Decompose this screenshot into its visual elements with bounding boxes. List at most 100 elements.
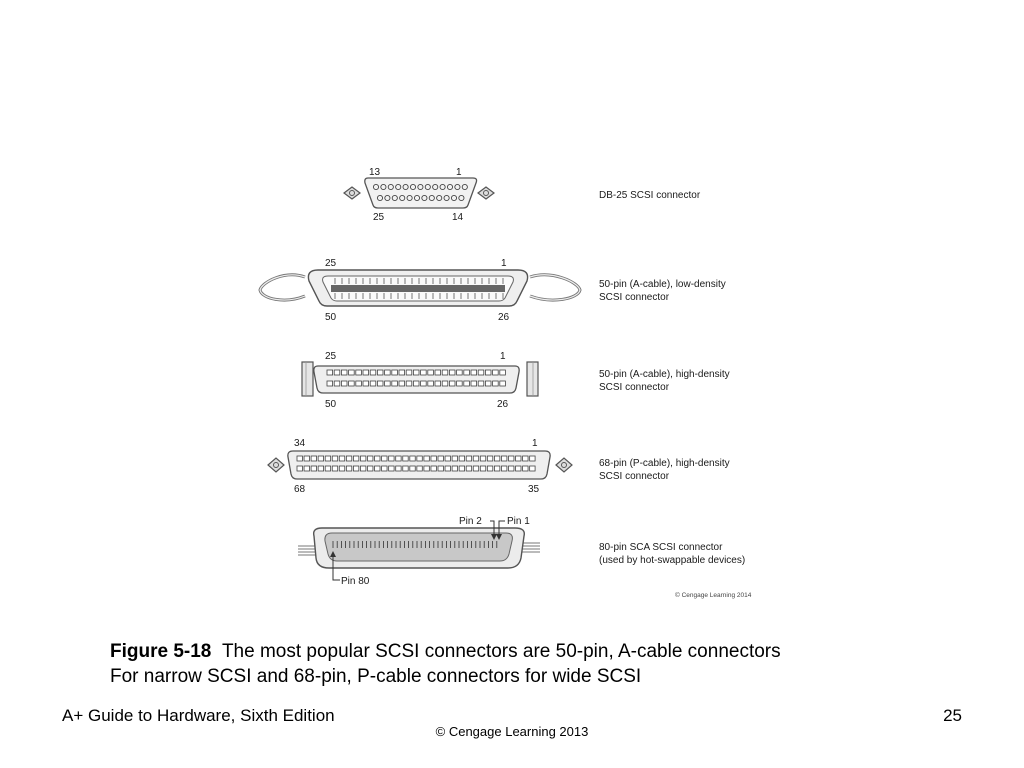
connector-pin (369, 369, 377, 376)
highdensity-68-connector (267, 450, 573, 480)
connector-pin (398, 369, 405, 376)
hd50-label-line2: SCSI connector (599, 382, 670, 393)
centronics-50-connector (258, 269, 582, 307)
connector-pin (391, 194, 398, 202)
connector-pin (522, 455, 529, 462)
connector-pin (427, 369, 434, 376)
hd50-pin-1: 1 (500, 351, 506, 362)
lowdensity-pin-26: 26 (498, 312, 510, 323)
hd68-pin-34: 34 (294, 438, 306, 449)
connector-pin (486, 465, 494, 472)
connector-pin (384, 194, 391, 202)
connector-pin (486, 455, 494, 462)
connector-pin (409, 455, 416, 462)
connector-pin (434, 369, 441, 376)
sca-label-line1: 80-pin SCA SCSI connector (599, 542, 723, 553)
connector-pin (493, 455, 501, 462)
sca-80-connector (298, 520, 540, 581)
lowdensity-pin-50: 50 (325, 312, 337, 323)
connector-pin (317, 455, 324, 462)
figure-caption: Figure 5-18 The most popular SCSI connec… (110, 639, 990, 689)
sca-pin-2: Pin 2 (459, 516, 482, 527)
figure-caption-line2: For narrow SCSI and 68-pin, P-cable conn… (110, 666, 642, 687)
connector-pin (360, 465, 367, 472)
db25-pin-25: 25 (373, 212, 385, 223)
connector-pin (423, 455, 430, 462)
connector-pin (395, 455, 402, 462)
connector-pin (479, 465, 487, 472)
connector-pin (324, 465, 332, 472)
connector-pin (465, 455, 473, 462)
connector-pin (477, 369, 485, 376)
connector-pin (372, 183, 380, 191)
connector-pin (395, 465, 402, 472)
connector-pin (416, 455, 423, 462)
hd50-label-line1: 50-pin (A-cable), high-density (599, 369, 730, 380)
connector-pin (463, 369, 470, 376)
lowdensity-pin-1: 1 (501, 258, 507, 269)
connector-pin (454, 183, 461, 191)
figure-credit: © Cengage Learning 2014 (675, 591, 752, 599)
db25-pin-13: 13 (369, 167, 381, 178)
connector-pin (499, 369, 506, 376)
connector-pin (529, 455, 536, 462)
connector-pin (461, 183, 468, 191)
connector-pin (387, 183, 394, 191)
scsi-connectors-figure: 13 1 25 14 DB-25 SCSI connector 25 1 50 … (258, 167, 752, 599)
connector-pin (448, 369, 456, 376)
connector-pin (439, 183, 446, 191)
connector-pin (331, 465, 339, 472)
hd50-pin-26: 26 (497, 399, 509, 410)
connector-pin (374, 455, 381, 462)
connector-pin (443, 194, 450, 202)
connector-pin (501, 465, 508, 472)
connector-pin (515, 465, 522, 472)
footer-book-title: A+ Guide to Hardware, Sixth Edition (62, 706, 335, 725)
connector-pin (451, 465, 458, 472)
db25-label: DB-25 SCSI connector (599, 190, 701, 201)
connector-pin (444, 465, 451, 472)
connector-pin (402, 465, 409, 472)
connector-pin (508, 455, 515, 462)
connector-pin (310, 455, 317, 462)
connector-pin (450, 194, 458, 202)
connector-pin (427, 380, 434, 387)
connector-pin (484, 380, 492, 387)
connector-pin (331, 455, 339, 462)
connector-pin (432, 183, 439, 191)
connector-pin (317, 465, 324, 472)
connector-pin (360, 455, 367, 462)
connector-pin (376, 369, 384, 376)
connector-pin (333, 380, 341, 387)
connector-pin (499, 380, 506, 387)
connector-pin (451, 455, 458, 462)
connector-pin (446, 183, 454, 191)
connector-pin (458, 465, 465, 472)
hd50-pin-50: 50 (325, 399, 337, 410)
connector-pin (522, 465, 529, 472)
connector-pin (367, 465, 374, 472)
connector-pin (384, 369, 391, 376)
connector-pin (367, 455, 374, 462)
hd68-label-line2: SCSI connector (599, 471, 670, 482)
connector-pin (303, 465, 310, 472)
connector-pin (515, 455, 522, 462)
connector-pin (436, 194, 443, 202)
connector-pin (406, 194, 413, 202)
connector-pin (348, 380, 355, 387)
connector-pin (303, 455, 310, 462)
connector-pin (448, 380, 456, 387)
footer-page-number: 25 (943, 706, 962, 725)
connector-pin (472, 465, 480, 472)
connector-pin (402, 183, 409, 191)
connector-pin (296, 465, 303, 472)
db25-connector (343, 177, 495, 209)
lowdensity-label-line1: 50-pin (A-cable), low-density (599, 279, 726, 290)
db25-pin-14: 14 (452, 212, 464, 223)
connector-pin (420, 380, 427, 387)
connector-pin (441, 369, 449, 376)
connector-pin (376, 380, 384, 387)
connector-pin (355, 380, 362, 387)
connector-pin (374, 465, 381, 472)
connector-pin (444, 455, 451, 462)
